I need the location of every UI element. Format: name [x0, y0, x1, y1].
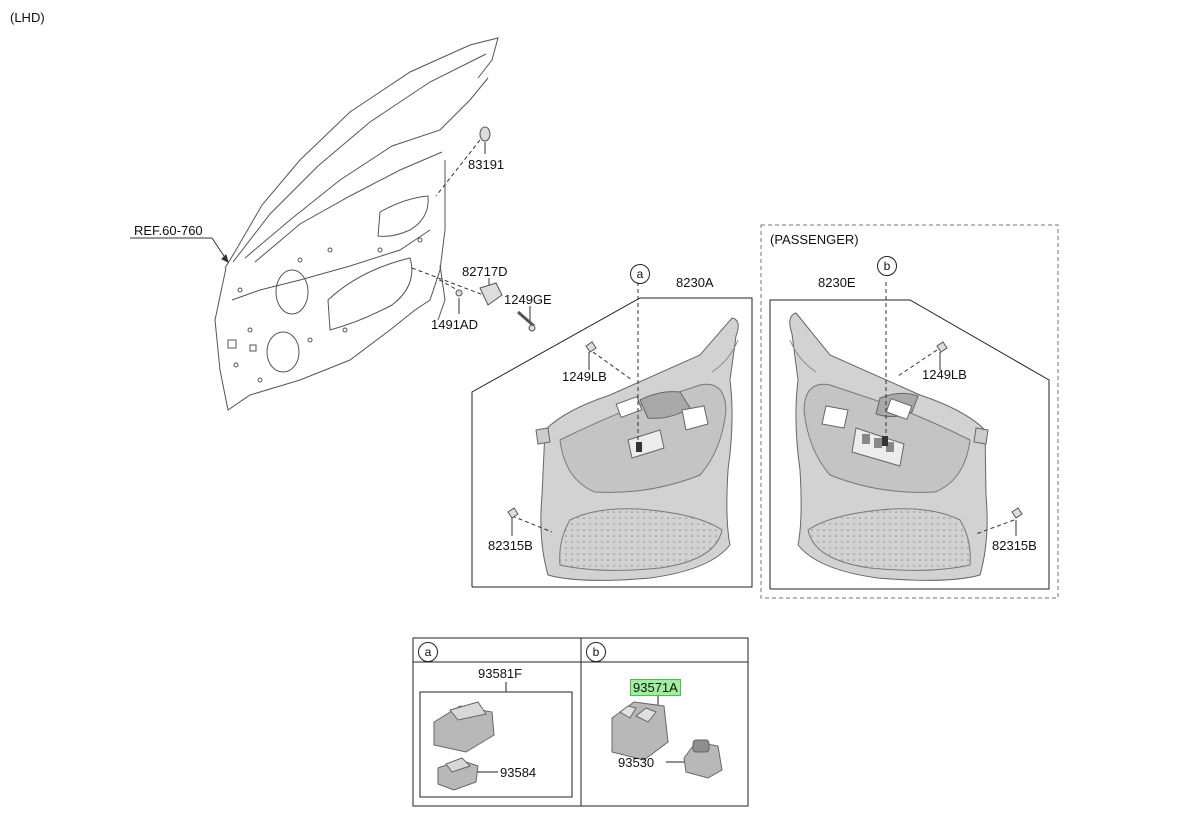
variant-label: (LHD)	[10, 10, 45, 25]
part-82315B-left[interactable]: 82315B	[488, 538, 533, 553]
part-8230E[interactable]: 8230E	[818, 275, 856, 290]
part-83191[interactable]: 83191	[468, 157, 505, 172]
part-1491AD[interactable]: 1491AD	[431, 317, 478, 332]
passenger-door-trim-panel	[789, 312, 989, 581]
part-93581F[interactable]: 93581F	[478, 666, 523, 681]
ref-label[interactable]: REF.60-760	[134, 223, 203, 238]
part-93584[interactable]: 93584	[500, 765, 537, 780]
passenger-label: (PASSENGER)	[770, 232, 859, 247]
part-8230A[interactable]: 8230A	[676, 275, 714, 290]
passenger-panel-box	[769, 299, 1050, 590]
part-1249LB-right[interactable]: 1249LB	[922, 367, 967, 382]
part-1249LB-left[interactable]: 1249LB	[562, 369, 607, 384]
window-switch-passenger	[611, 701, 723, 779]
fastener-parts	[455, 126, 536, 332]
part-1249GE[interactable]: 1249GE	[504, 292, 552, 307]
table-callout-a: a	[418, 642, 438, 662]
callout-a: a	[630, 264, 650, 284]
table-callout-b: b	[586, 642, 606, 662]
driver-panel-box	[471, 297, 753, 588]
driver-door-trim-panel	[535, 317, 739, 581]
part-82315B-right[interactable]: 82315B	[992, 538, 1037, 553]
part-82717D[interactable]: 82717D	[462, 264, 508, 279]
part-93571A-highlighted[interactable]: 93571A	[630, 679, 681, 696]
window-switch-driver	[433, 701, 495, 791]
passenger-dashed-frame	[760, 224, 1059, 599]
switch-table	[412, 637, 749, 807]
part-93530[interactable]: 93530	[618, 755, 655, 770]
door-frame-drawing	[214, 37, 499, 411]
callout-b: b	[877, 256, 897, 276]
